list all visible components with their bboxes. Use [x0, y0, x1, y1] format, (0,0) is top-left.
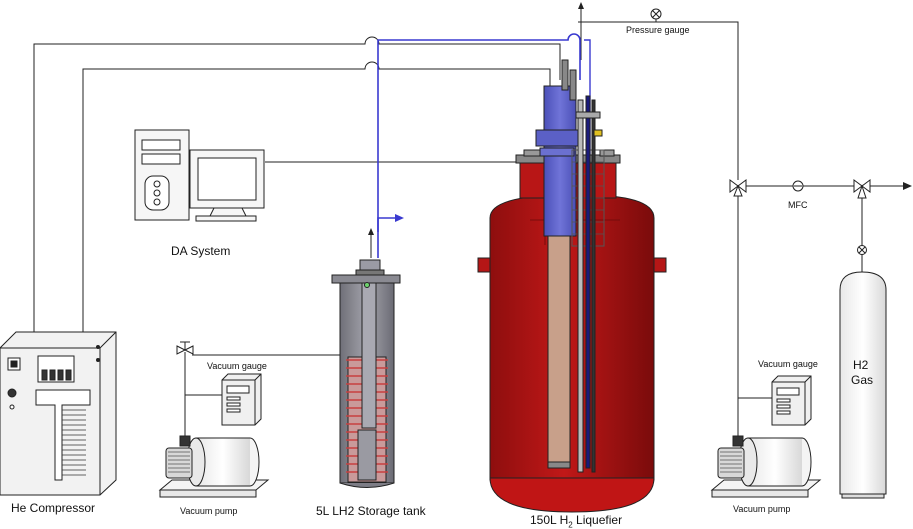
da-system-computer — [134, 129, 265, 222]
transfer-line — [377, 33, 581, 258]
right-vacuum-gauge — [771, 375, 812, 426]
pressure-gauge-icon — [650, 8, 662, 22]
h2-out-arrow — [903, 182, 912, 190]
liquefier — [477, 59, 667, 513]
h2-gas-label-line2: Gas — [851, 373, 874, 387]
he-compressor-label: He Compressor — [11, 501, 96, 515]
right-valve-icon — [729, 179, 747, 197]
right-vacuum-gauge-label: Vacuum gauge — [758, 359, 818, 369]
he-supply-line — [33, 36, 561, 335]
liquefier-label: 150L H2 Liquefier — [530, 514, 622, 529]
storage-tank — [331, 259, 401, 488]
pressure-line — [578, 21, 739, 180]
left-vacuum-gauge — [221, 373, 262, 426]
liquefier-label-prefix: 150L H — [530, 513, 569, 527]
mfc-label: MFC — [788, 200, 808, 210]
right-vacuum-pump-label: Vacuum pump — [733, 504, 791, 514]
liquefier-label-suffix: Liquefier — [572, 513, 623, 527]
h2-valve-icon — [853, 179, 871, 199]
right-vacuum-pump — [710, 435, 822, 498]
liquefier-label-sub: 2 — [568, 520, 573, 529]
transfer-arrow — [395, 214, 404, 222]
left-vacuum-pump — [158, 435, 270, 498]
he-compressor — [0, 331, 117, 496]
h2-gas-cylinder — [839, 271, 887, 499]
left-valve-icon — [176, 341, 194, 355]
h2-regulator-icon — [857, 245, 867, 255]
piping-lines — [33, 6, 905, 440]
h2-gas-label-line1: H2 — [853, 358, 869, 372]
tank-vent-arrow — [368, 228, 374, 235]
mfc-icon — [792, 180, 804, 192]
storage-tank-label: 5L LH2 Storage tank — [316, 504, 426, 518]
top-vent-arrow — [578, 2, 584, 9]
pressure-gauge-label: Pressure gauge — [626, 25, 690, 35]
left-vacuum-gauge-label: Vacuum gauge — [207, 361, 267, 371]
da-system-label: DA System — [171, 244, 231, 258]
left-vacuum-pump-label: Vacuum pump — [180, 506, 238, 516]
he-return-line — [82, 61, 551, 335]
